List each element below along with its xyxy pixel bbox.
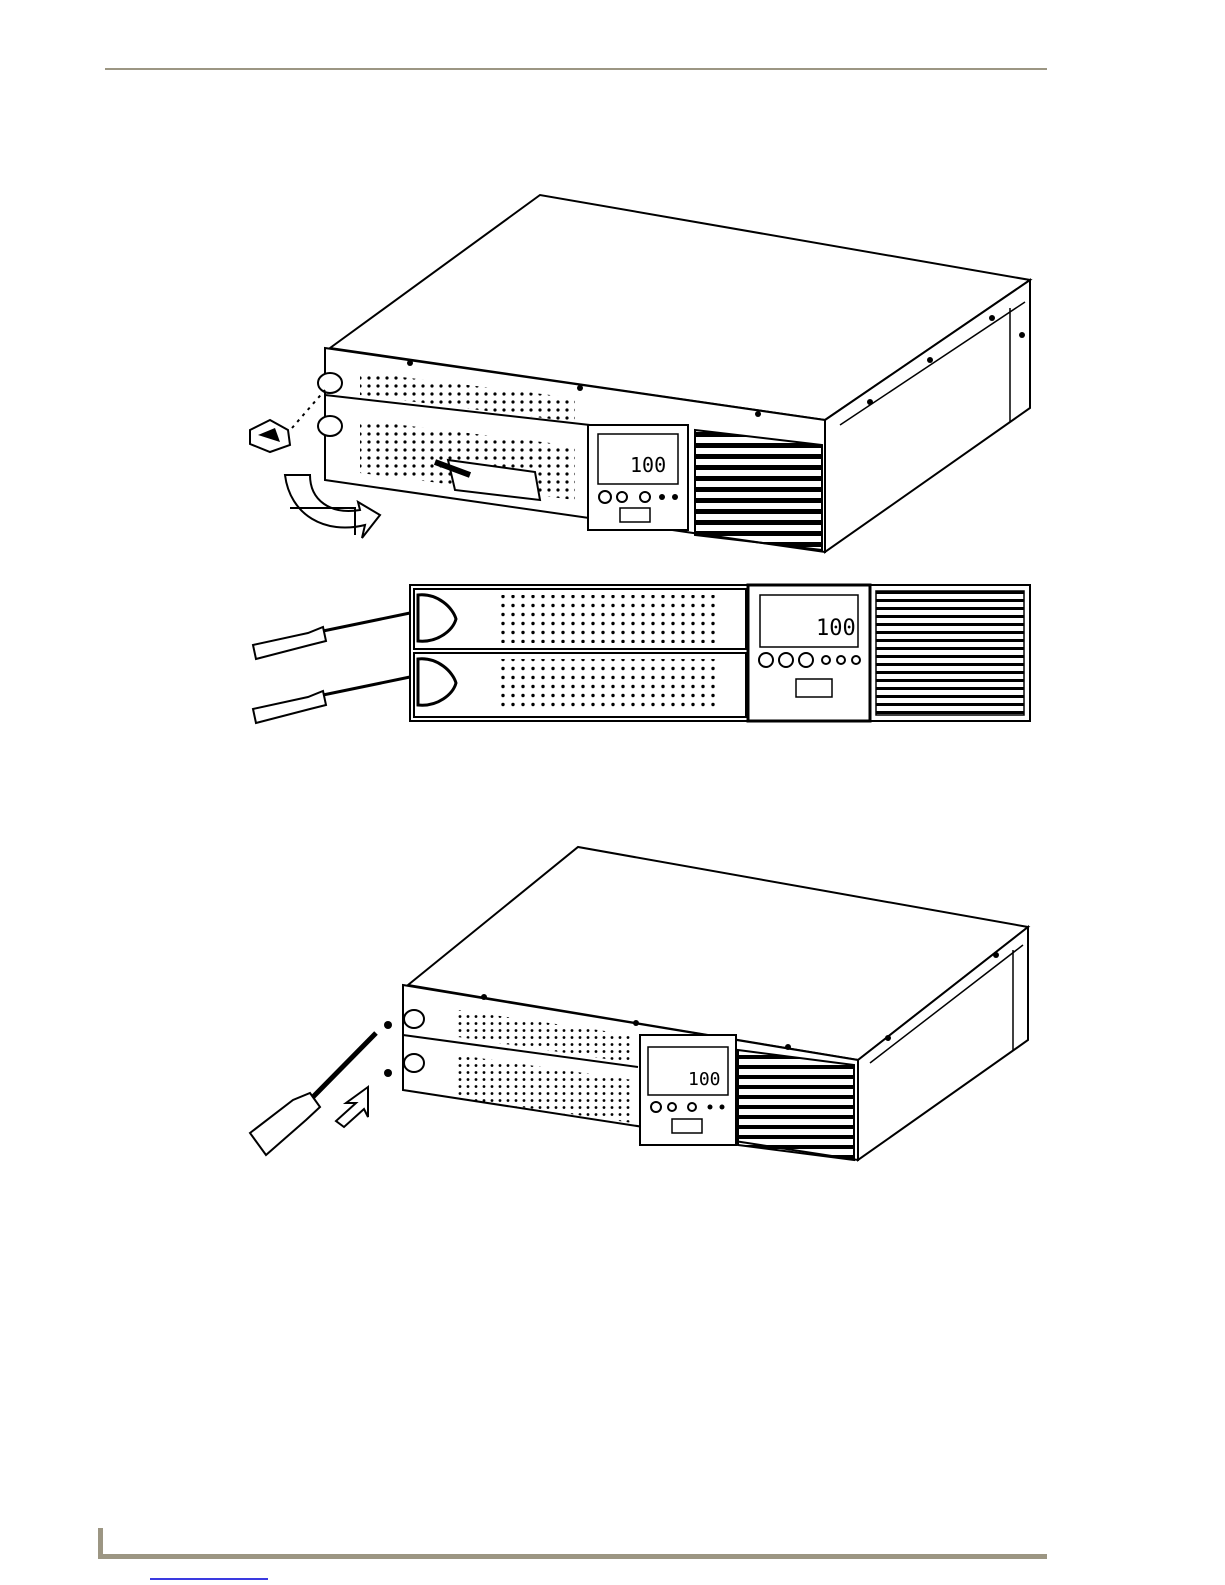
figure-ups-bezel-removal: 100: [230, 190, 1060, 560]
fig3-lcd-reading: 100: [688, 1069, 721, 1090]
footer-rule: [98, 1554, 1047, 1559]
header-rule: [105, 68, 1047, 70]
screwdriver-icon: [253, 677, 410, 723]
footer-link-underline[interactable]: [150, 1578, 268, 1580]
fig1-lcd-reading: 100: [630, 453, 666, 477]
figure-front-view-screwdrivers: 100: [248, 583, 1040, 725]
screwdriver-icon: [253, 613, 410, 659]
fig2-lcd-reading: 100: [816, 616, 856, 641]
figure-ups-screw-removal: 100: [248, 845, 1038, 1163]
pull-arrow-icon: [336, 1087, 368, 1127]
